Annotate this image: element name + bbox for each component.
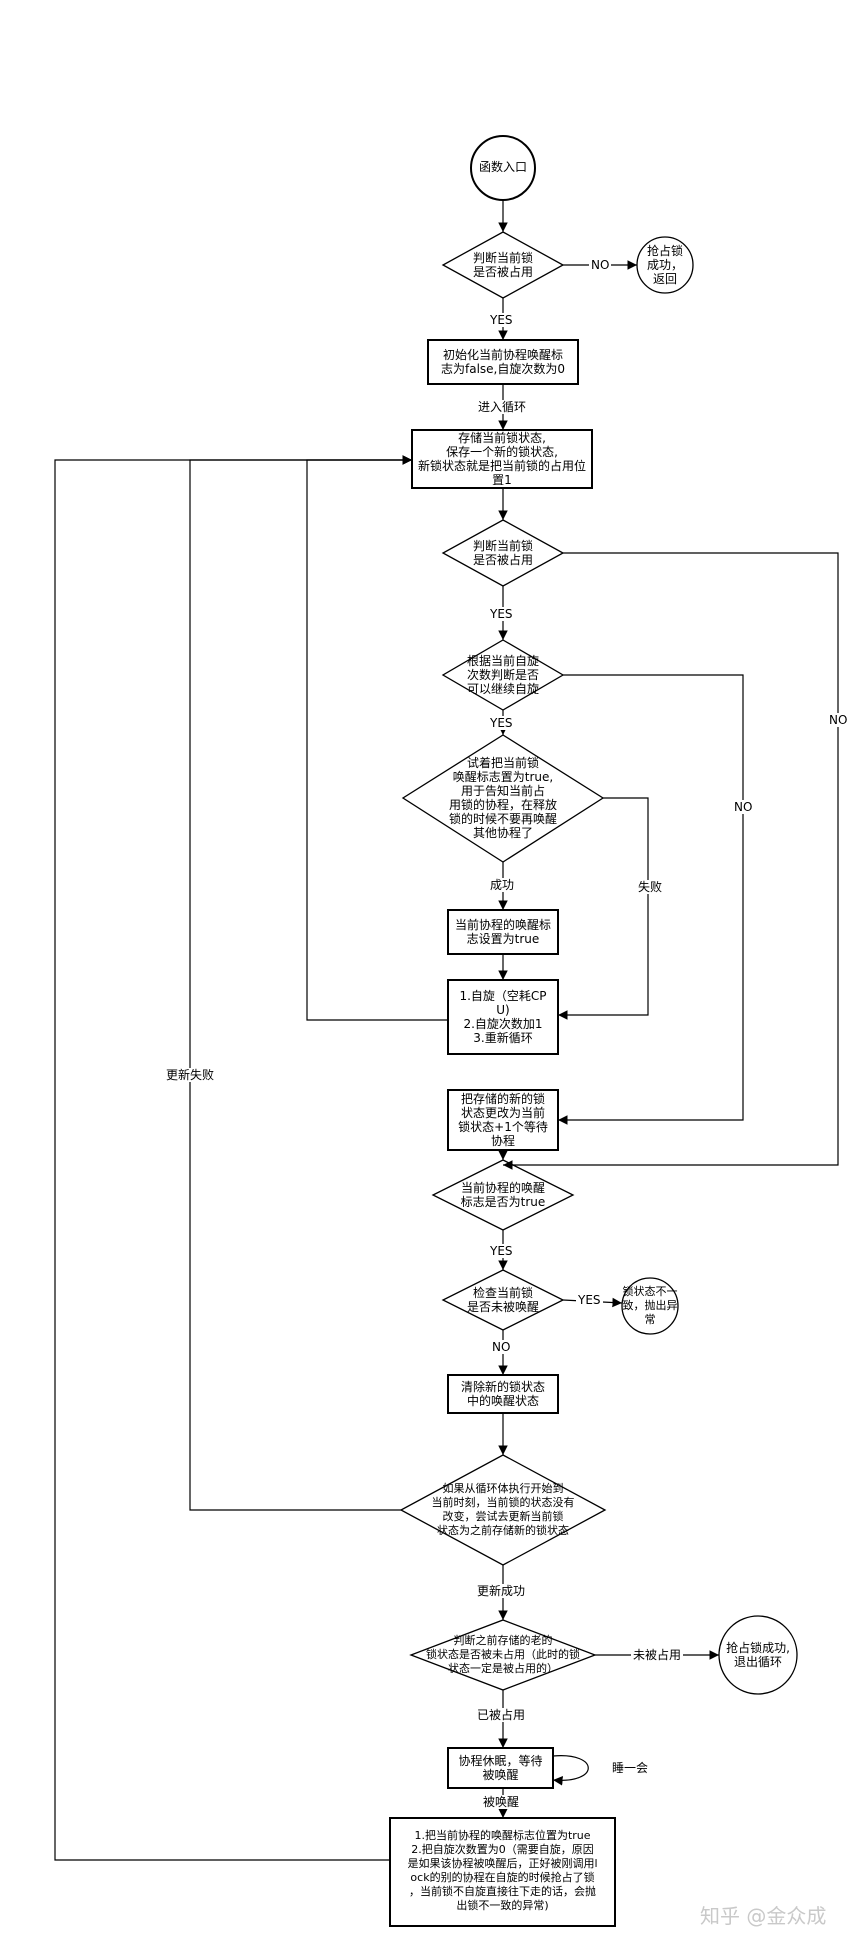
process-sleep-label: 协程休眠，等待 被唤醒 — [458, 1754, 543, 1782]
start-label: 函数入口 — [478, 160, 527, 174]
edge-label-no-outer: NO — [827, 713, 850, 727]
edge-label-not-locked: 未被占用 — [631, 1648, 684, 1662]
process-set-woken-label: 当前协程的唤醒标 志设置为true — [454, 918, 551, 946]
process-reset — [389, 1817, 616, 1927]
terminal-error — [621, 1277, 679, 1335]
edge-label-sleep-loop: 睡一会 — [610, 1761, 651, 1775]
process-clear-woken — [447, 1374, 559, 1414]
process-save-state — [411, 429, 593, 489]
edge-label-enter-loop: 进入循环 — [476, 400, 529, 414]
edge-label-woken: 被唤醒 — [481, 1795, 522, 1809]
process-sleep — [447, 1747, 554, 1789]
edge-label-yes1: YES — [488, 313, 515, 327]
decision-try-set-woken-label: 试着把当前锁 唤醒标志置为true, 用于告知当前占 用锁的协程，在释放 锁的时… — [448, 756, 557, 840]
edge-label-yes3: YES — [488, 716, 515, 730]
terminal-error-label: 锁状态不一 致，抛出异 常 — [622, 1285, 678, 1326]
edge-spin-check-no — [558, 674, 744, 1125]
decision-old-unlocked-label: 判断之前存储的老的 锁状态是否被未占用（此时的锁 状态一定是被占用的） — [426, 1634, 580, 1675]
decision-locked-2-label: 判断当前锁 是否被占用 — [472, 539, 533, 567]
edge-label-no-inner: NO — [732, 800, 755, 814]
edge-d2-no — [503, 552, 839, 1170]
edge-sleep-self-loop — [552, 1755, 589, 1786]
edge-label-fail: 失败 — [636, 880, 665, 894]
edge-label-locked: 已被占用 — [475, 1708, 528, 1722]
decision-woken-label: 当前协程的唤醒 标志是否为true — [460, 1181, 546, 1209]
process-reset-label: 1.把当前协程的唤醒标志位置为true 2.把自旋次数置为0（需要自旋，原因 是… — [407, 1829, 598, 1912]
process-change-state-label: 把存储的新的锁 状态更改为当前 锁状态+1个等待 协程 — [458, 1092, 548, 1148]
watermark: 知乎 @金众成 — [700, 1904, 827, 1928]
edge-label-yes-error: YES — [576, 1293, 603, 1307]
process-init-label: 初始化当前协程唤醒标 志为false,自旋次数为0 — [441, 348, 565, 376]
edge-label-update-success: 更新成功 — [475, 1584, 528, 1598]
terminal-success-1-label: 抢占锁 成功， 返回 — [646, 244, 683, 286]
edge-reset-loop — [54, 455, 412, 1861]
edge-spin-loop — [306, 455, 448, 1021]
process-save-state-label: 存储当前锁状态, 保存一个新的锁状态, 新锁状态就是把当前锁的占用位 置1 — [417, 431, 586, 487]
process-clear-woken-label: 清除新的锁状态 中的唤醒状态 — [460, 1380, 545, 1408]
decision-locked-1-label: 判断当前锁 是否被占用 — [472, 251, 533, 279]
decision-cas-label: 如果从循环体执行开始到 当前时刻，当前锁的状态没有 改变，尝试去更新当前锁 状态… — [431, 1482, 575, 1537]
edge-label-no1: NO — [589, 258, 612, 272]
edge-label-update-fail: 更新失败 — [164, 1068, 217, 1082]
edge-try-fail — [558, 797, 649, 1020]
edge-label-yes2: YES — [488, 607, 515, 621]
decision-can-spin-label: 根据当前自旋 次数判断是否 可以继续自旋 — [466, 654, 539, 696]
edge-label-success: 成功 — [488, 878, 517, 892]
process-change-state — [447, 1089, 559, 1151]
edge-label-no4: NO — [490, 1340, 513, 1354]
edge-label-yes4: YES — [488, 1244, 515, 1258]
decision-check-not-woken-label: 检查当前锁 是否未被唤醒 — [466, 1286, 539, 1314]
edge-cas-fail — [189, 455, 412, 1511]
terminal-success-2-label: 抢占锁成功, 退出循环 — [726, 1641, 790, 1669]
process-spin-label: 1.自旋（空耗CP U) 2.自旋次数加1 3.重新循环 — [459, 989, 547, 1045]
